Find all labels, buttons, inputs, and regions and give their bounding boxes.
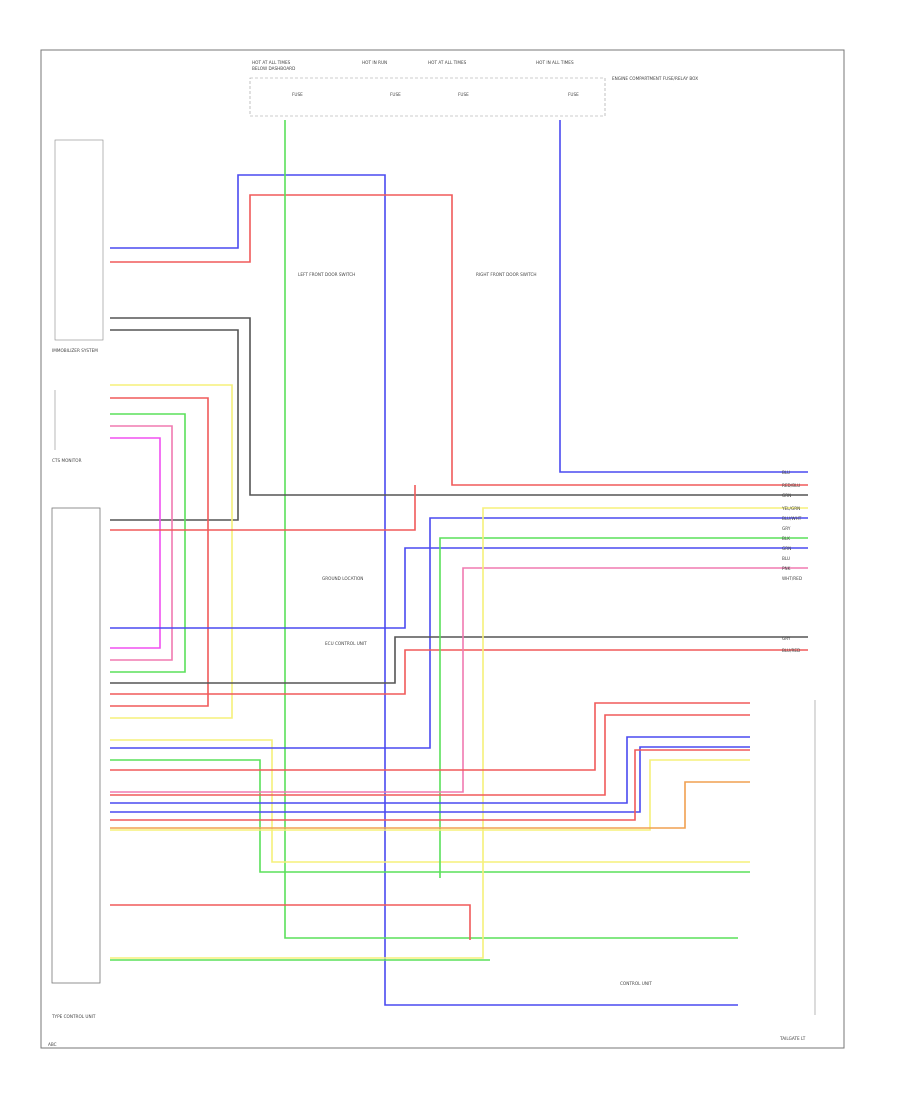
fuse-label-1b: BELOW DASHBOARD — [252, 66, 295, 71]
right-label: RED/BLU — [782, 483, 800, 488]
fuse-label-4: HOT IN ALL TIMES — [536, 60, 574, 65]
wire-yellow-2 — [110, 739, 750, 863]
fuse-name-1: FUSE — [292, 92, 303, 97]
wire-red-top — [110, 194, 808, 486]
wire-magenta — [110, 437, 161, 649]
immobilizer-label: IMMOBILIZER SYSTEM — [52, 348, 98, 353]
fuse-name-4: FUSE — [568, 92, 579, 97]
wire-blue-3 — [110, 517, 808, 749]
right-label: BLU/RED — [782, 648, 800, 653]
right-label: GRY — [782, 636, 791, 641]
wire-red-7 — [110, 749, 750, 821]
right-connector-labels: BLU RED/BLU GRN YEL/GRN BLU/WHT GRY BLK GRN BLU P… — [781, 470, 802, 653]
wire-orange — [110, 781, 750, 829]
wire-yellow-1 — [110, 384, 233, 719]
wire-gray-3 — [110, 636, 808, 684]
left-door-switch-label: LEFT FRONT DOOR SWITCH — [298, 272, 355, 277]
diagram-frame — [40, 49, 845, 1049]
page-ref-label: TAILGATE LT — [779, 1036, 806, 1041]
right-label: PNK — [782, 566, 791, 571]
wire-blue-4 — [110, 547, 808, 629]
fuse-name-2: FUSE — [390, 92, 401, 97]
wire-pink-2 — [110, 567, 808, 793]
right-label: WHT/RED — [782, 576, 802, 581]
wire-red-3 — [110, 485, 416, 531]
wire-yellow-3 — [110, 507, 808, 959]
cts-label: CTS MONITOR — [52, 458, 82, 463]
wire-blue-6 — [110, 746, 750, 813]
type-control-unit-label: TYPE CONTROL UNIT — [51, 1014, 96, 1019]
engine-fuse-box-label: ENGINE COMPARTMENT FUSE/RELAY BOX — [612, 76, 698, 81]
wire-red-4 — [110, 649, 808, 695]
right-label: YEL/GRN — [781, 506, 800, 511]
ref-code-label: ABC — [48, 1042, 57, 1047]
type-control-unit-box — [51, 507, 101, 984]
fuse-name-3: FUSE — [458, 92, 469, 97]
right-label: GRN — [782, 546, 791, 551]
wire-blue-right — [559, 120, 808, 473]
right-label: GRY — [782, 526, 791, 531]
wire-blue-5 — [110, 736, 750, 804]
wire-group — [110, 120, 808, 1006]
right-label: BLU — [782, 470, 790, 475]
right-door-switch-label: RIGHT FRONT DOOR SWITCH — [476, 272, 537, 277]
wire-red-8 — [110, 904, 471, 940]
bottom-right-control-unit-label: CONTROL UNIT — [620, 981, 652, 986]
wire-gray-2 — [110, 329, 239, 521]
wire-green-4 — [439, 537, 808, 878]
fuse-label-3: HOT AT ALL TIMES — [428, 60, 467, 65]
wire-green-3 — [110, 759, 750, 873]
right-label: BLK — [782, 536, 790, 541]
wire-red-5 — [110, 702, 750, 771]
wire-red-2 — [110, 397, 209, 707]
ground-location-label: GROUND LOCATION — [322, 576, 363, 581]
right-label: GRN — [782, 493, 791, 498]
immobilizer-connector — [54, 139, 104, 341]
wire-pink-1 — [110, 425, 173, 661]
right-label: BLU — [782, 556, 790, 561]
wire-blue-top — [110, 174, 738, 1006]
wire-yellow-4 — [110, 759, 750, 831]
wire-green-vertical — [284, 120, 738, 939]
wire-red-6 — [110, 714, 750, 796]
fuse-box-outline — [249, 77, 606, 117]
fuse-label-2: HOT IN RUN — [362, 60, 387, 65]
right-label: BLU/WHT — [782, 516, 802, 521]
wire-gray-1 — [110, 317, 808, 496]
ecu-control-unit-label: ECU CONTROL UNIT — [325, 641, 367, 646]
wire-green-2 — [110, 413, 186, 673]
fuse-label-1: HOT AT ALL TIMES — [252, 60, 291, 65]
